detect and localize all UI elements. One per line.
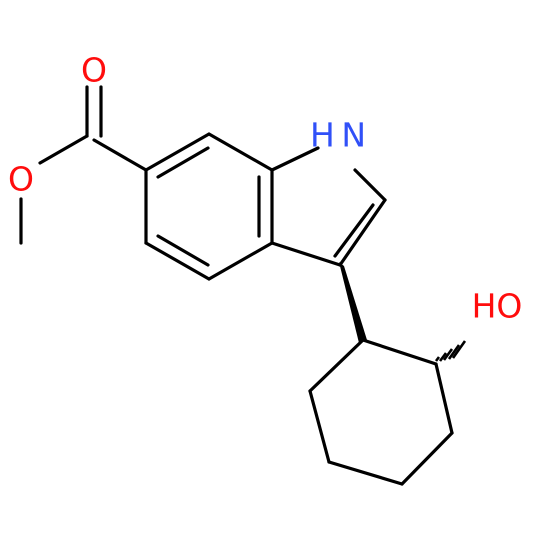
cyclohexane-bond-4: [327, 460, 404, 486]
ester-to-ring-bond: [92, 138, 148, 172]
carbonyl-oxygen-label: O: [81, 51, 107, 90]
cyclohexane-bond-1: [361, 338, 438, 366]
indole-nh-label: H N: [310, 116, 366, 155]
hydroxyl-label: HO: [472, 287, 523, 326]
cyclohexane-bond-5: [308, 389, 331, 464]
benzene-bond-2: [207, 132, 274, 172]
benzene-bond-4: [207, 241, 274, 281]
pyrrole-bond-n-c2: [353, 168, 387, 202]
pyrrole-bond-c2-c3: [338, 198, 387, 267]
benzene-bond-1-inner: [156, 146, 210, 179]
benzene-bond-5: [144, 241, 211, 281]
cyclohexane-bond-3: [400, 431, 454, 486]
hashed-wedge-bond-oh: [434, 340, 467, 362]
benzene-bond-5-inner: [156, 234, 210, 267]
pyrrole-bond-n-c7a: [270, 146, 320, 172]
ester-oxygen-label: O: [8, 160, 34, 199]
benzene-bond-1: [144, 132, 211, 172]
pyrrole-bond-c2-c3-inner: [333, 203, 375, 258]
pyrrole-bond-c3-c3a: [270, 241, 342, 267]
wedge-bond-c3: [339, 262, 367, 343]
ester-o-bond: [38, 134, 89, 165]
cyclohexane-bond-2: [434, 362, 454, 435]
cyclohexane-bond-6: [308, 338, 365, 393]
